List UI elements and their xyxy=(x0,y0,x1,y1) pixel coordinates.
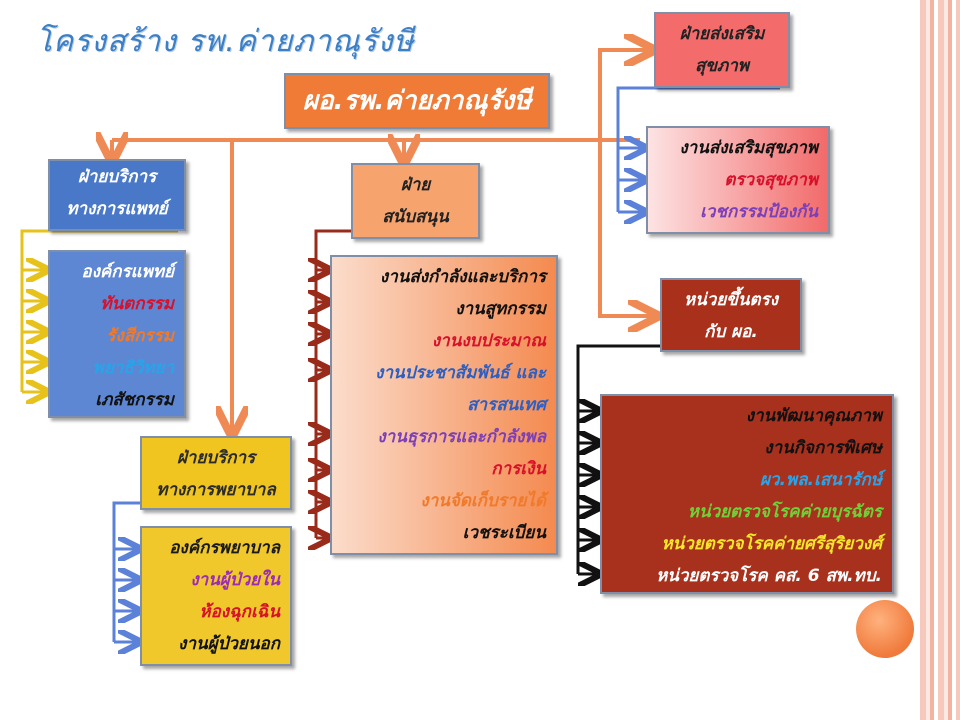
list-item: ห้องฉุกเฉิน xyxy=(199,602,280,622)
list-item: งานกิจการพิเศษ xyxy=(764,438,882,458)
list-item: การเงิน xyxy=(491,459,546,479)
list-item: หน่วยตรวจโรคค่ายบุรฉัตร xyxy=(687,502,882,522)
director-box: ผอ.รพ.ค่ายภาณุรังษี xyxy=(284,73,550,129)
list-item: ตรวจสุขภาพ xyxy=(724,170,818,190)
header-line: ทางการแพทย์ xyxy=(66,199,168,219)
header-line: ทางการพยาบาล xyxy=(156,480,276,500)
list-item: รังสีกรรม xyxy=(106,326,174,346)
header-line: ฝ่ายบริการ xyxy=(77,167,157,187)
direct-units-header: หน่วยขึ้นตรง กับ ผอ. xyxy=(660,278,802,352)
list-item: เวชระเบียน xyxy=(462,523,546,543)
support-list: งานส่งกำลังและบริการ งานสูทกรรม งานงบประ… xyxy=(330,255,558,555)
header-line: หน่วยขึ้นตรง xyxy=(683,290,779,310)
decorative-orb xyxy=(856,600,914,658)
header-line: ฝ่ายส่งเสริม xyxy=(679,24,765,44)
medical-services-header: ฝ่ายบริการ ทางการแพทย์ xyxy=(48,159,186,231)
list-item: หน่วยตรวจโรคค่ายศรีสุริยวงศ์ xyxy=(661,534,882,554)
list-item: งานงบประมาณ xyxy=(431,331,546,351)
nursing-services-header: ฝ่ายบริการ ทางการพยาบาล xyxy=(140,436,292,510)
list-item: งานผู้ป่วยใน xyxy=(190,570,280,590)
list-item: สารสนเทศ xyxy=(467,395,546,415)
direct-units-list: งานพัฒนาคุณภาพ งานกิจการพิเศษ ผว.พล.เสนา… xyxy=(600,394,894,594)
list-item: องค์กรแพทย์ xyxy=(81,262,174,282)
health-promotion-list: งานส่งเสริมสุขภาพ ตรวจสุขภาพ เวชกรรมป้อง… xyxy=(646,126,830,234)
decorative-stripes xyxy=(920,0,960,720)
list-item: งานจัดเก็บรายได้ xyxy=(420,491,546,511)
list-item: ผว.พล.เสนารักษ์ xyxy=(759,470,882,490)
list-item: งานส่งเสริมสุขภาพ xyxy=(679,138,818,158)
list-item: พยาธิวิทยา xyxy=(92,358,174,378)
list-item: ทันตกรรม xyxy=(100,294,174,314)
list-item: งานประชาสัมพันธ์ และ xyxy=(375,363,546,383)
header-line: สนับสนุน xyxy=(382,207,449,227)
header-line: ฝ่าย xyxy=(400,175,431,195)
list-item: เวชกรรมป้องกัน xyxy=(700,202,818,222)
list-item: องค์กรพยาบาล xyxy=(169,538,280,558)
header-line: สุขภาพ xyxy=(695,56,749,76)
list-item: งานผู้ป่วยนอก xyxy=(178,634,280,654)
header-line: ฝ่ายบริการ xyxy=(176,448,256,468)
list-item: หน่วยตรวจโรค คส. 6 สพ.ทบ. xyxy=(656,566,882,586)
list-item: เภสัชกรรม xyxy=(95,390,174,410)
list-item: งานพัฒนาคุณภาพ xyxy=(745,406,882,426)
page-title: โครงสร้าง รพ.ค่ายภาณุรังษี xyxy=(36,24,415,59)
list-item: งานส่งกำลังและบริการ xyxy=(379,267,546,287)
list-item: งานสูทกรรม xyxy=(455,299,546,319)
health-promotion-header: ฝ่ายส่งเสริม สุขภาพ xyxy=(654,12,790,88)
nursing-services-list: องค์กรพยาบาล งานผู้ป่วยใน ห้องฉุกเฉิน งา… xyxy=(140,526,292,666)
medical-services-list: องค์กรแพทย์ ทันตกรรม รังสีกรรม พยาธิวิทย… xyxy=(48,250,186,418)
header-line: กับ ผอ. xyxy=(704,322,758,342)
support-header: ฝ่าย สนับสนุน xyxy=(351,163,480,239)
list-item: งานธุรการและกำลังพล xyxy=(377,427,546,447)
